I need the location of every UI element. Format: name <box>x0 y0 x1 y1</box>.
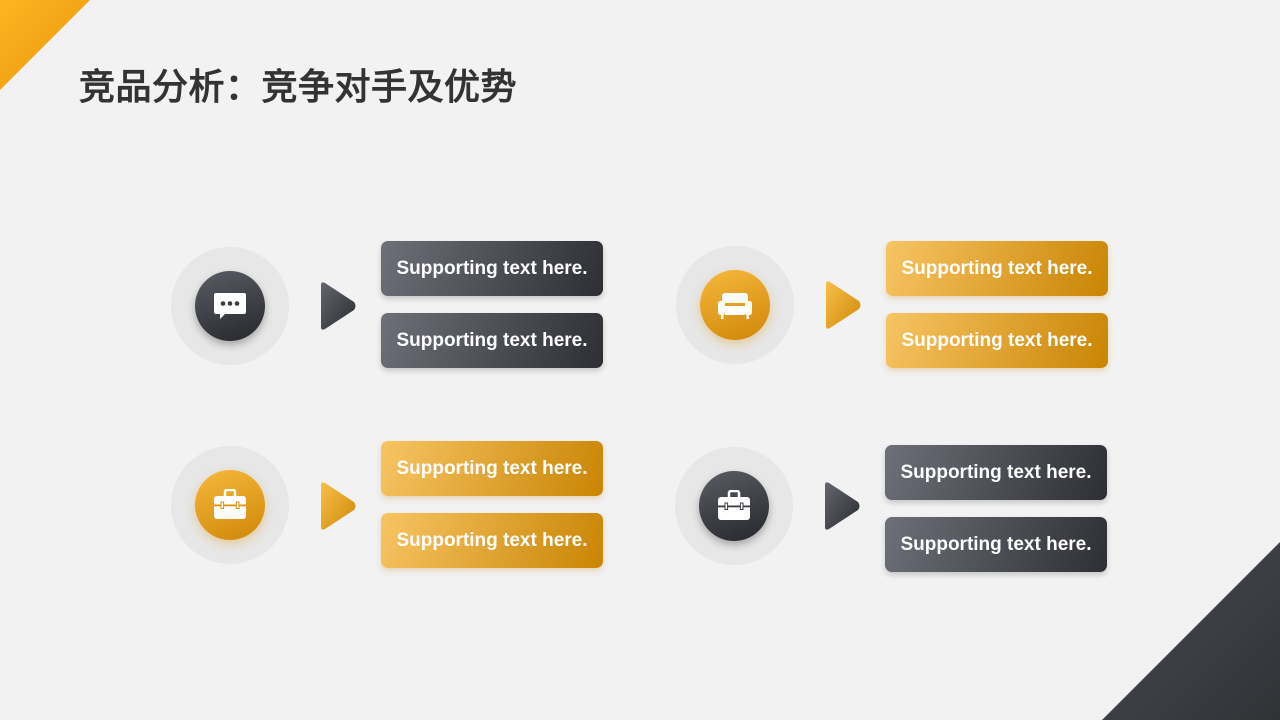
supporting-text-box: Supporting text here. <box>886 241 1108 296</box>
page-title: 竞品分析：竞争对手及优势 <box>79 67 518 108</box>
supporting-text-box: Supporting text here. <box>381 313 603 368</box>
supporting-text-box: Supporting text here. <box>381 241 603 296</box>
supporting-text-box: Supporting text here. <box>885 517 1107 572</box>
chat-bubble-icon <box>195 271 265 341</box>
play-arrow-icon <box>825 482 860 530</box>
icon-ring <box>675 447 793 565</box>
corner-decoration-bottom-right <box>1102 542 1280 720</box>
icon-ring <box>676 246 794 364</box>
supporting-text-box: Supporting text here. <box>381 441 603 496</box>
play-arrow-icon <box>321 282 356 330</box>
play-arrow-icon <box>826 281 861 329</box>
supporting-text-box: Supporting text here. <box>885 445 1107 500</box>
corner-decoration-top-left <box>0 0 90 90</box>
sofa-icon <box>700 270 770 340</box>
supporting-text-box: Supporting text here. <box>381 513 603 568</box>
toolbox-icon <box>195 470 265 540</box>
icon-ring <box>171 247 289 365</box>
toolbox-icon <box>699 471 769 541</box>
play-arrow-icon <box>321 482 356 530</box>
icon-ring <box>171 446 289 564</box>
supporting-text-box: Supporting text here. <box>886 313 1108 368</box>
